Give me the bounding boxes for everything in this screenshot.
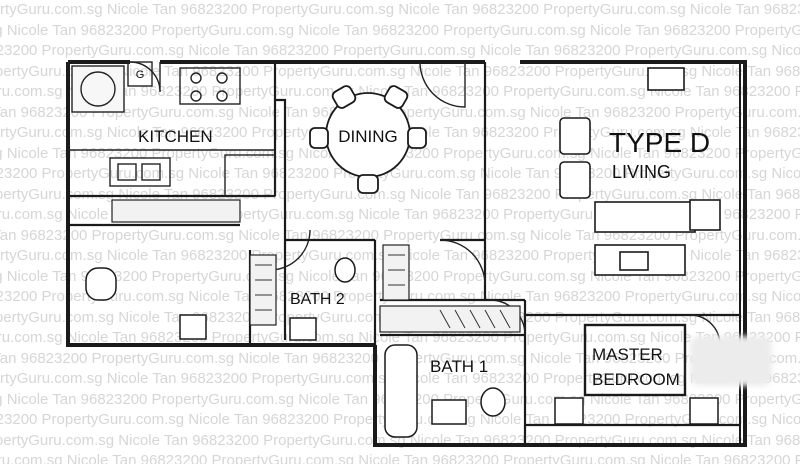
wardrobe-hatching bbox=[255, 254, 511, 329]
blurred-patch bbox=[690, 336, 772, 386]
type-label: TYPE D bbox=[609, 127, 710, 158]
living-label: LIVING bbox=[612, 162, 671, 182]
kitchen-label: KITCHEN bbox=[138, 127, 213, 146]
master-line1-label: MASTER bbox=[592, 345, 663, 364]
master-bed bbox=[583, 323, 687, 397]
master-line2-label: BEDROOM bbox=[592, 370, 680, 389]
bath1-label: BATH 1 bbox=[430, 357, 488, 376]
dining-label: DINING bbox=[338, 127, 398, 146]
wardrobes bbox=[111, 199, 521, 333]
gas-meter-symbol: G bbox=[136, 69, 145, 81]
bath2-label: BATH 2 bbox=[290, 291, 345, 308]
dining-table bbox=[309, 85, 427, 194]
bath-fixtures bbox=[85, 257, 719, 438]
kitchen-fixtures bbox=[68, 61, 276, 197]
living-furniture bbox=[559, 67, 721, 276]
